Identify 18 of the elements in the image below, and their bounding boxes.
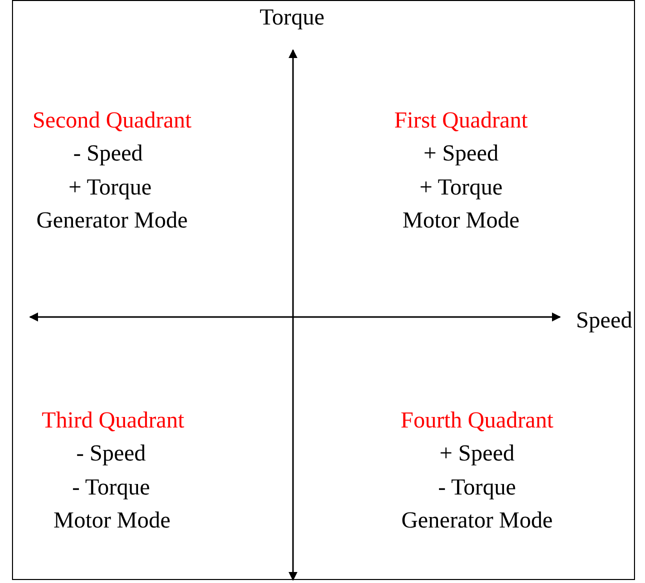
quadrant-text: Generator Mode	[401, 508, 553, 532]
quadrant-text: + Torque	[68, 176, 152, 198]
quadrant-text: - Speed	[76, 442, 146, 464]
quadrant-text: Motor Mode	[402, 208, 520, 232]
quadrant-text: Generator Mode	[36, 208, 188, 232]
quadrant-text: - Torque	[72, 476, 150, 498]
quadrant-text: Motor Mode	[54, 508, 170, 532]
quadrant-title: Second Quadrant	[32, 108, 192, 132]
quadrant-text: + Speed	[440, 442, 514, 464]
quadrant-text: - Speed	[73, 142, 143, 164]
quadrant-title: Third Quadrant	[42, 408, 184, 432]
quadrant-title: First Quadrant	[394, 108, 528, 132]
axis-label: Torque	[260, 6, 324, 28]
quadrant-text: - Torque	[438, 476, 516, 498]
quadrant-title: Fourth Quadrant	[400, 408, 554, 432]
axis-label: Speed	[576, 308, 632, 332]
quadrant-text: + Speed	[424, 142, 498, 164]
quadrant-text: + Torque	[419, 176, 503, 198]
